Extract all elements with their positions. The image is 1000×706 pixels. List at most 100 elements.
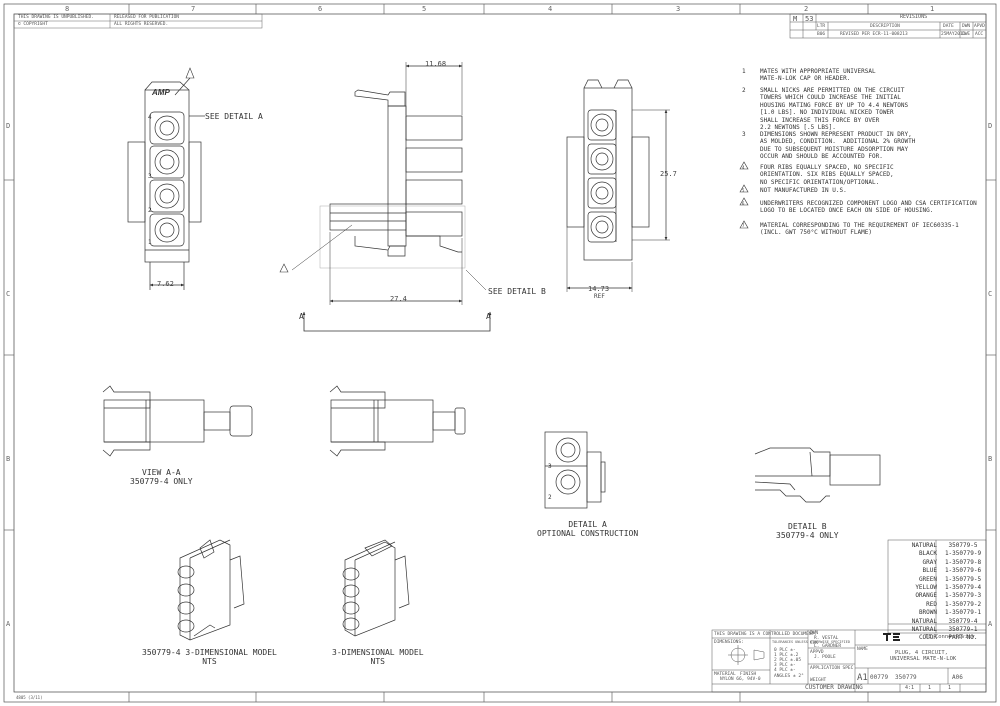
- revision-zone: M: [793, 15, 798, 23]
- tol-2plc: 2 PLC ±.05: [774, 658, 802, 663]
- drawing-rev: A06: [952, 674, 963, 681]
- zone-row-b: B: [6, 455, 11, 463]
- note-text-7: MATERIAL CORRESPONDING TO THE REQUIREMEN…: [760, 222, 959, 237]
- color-name: ORANGE: [915, 592, 937, 600]
- note-num-4: 4: [742, 165, 745, 170]
- section-view-middle: [329, 385, 466, 457]
- stamp-copyright: © COPYRIGHT: [18, 22, 48, 27]
- appvd-label: APPVD: [810, 650, 824, 655]
- part-number: 1-350779-4: [944, 584, 982, 591]
- section-a-left: A: [299, 312, 304, 321]
- view-aa: [102, 385, 253, 457]
- color-name: BLACK: [918, 550, 937, 558]
- zone-col-3: 3: [676, 5, 681, 13]
- part-number: 1-350779-8: [944, 558, 982, 566]
- color-table-row: YELLOW 1-350779-4: [889, 583, 987, 592]
- company-name: TE Connectivity: [925, 634, 975, 640]
- part-number: PART NO.: [948, 634, 978, 642]
- section-a-right: A: [486, 312, 491, 321]
- note-text-3: DIMENSIONS SHOWN REPRESENT PRODUCT IN DR…: [760, 131, 916, 161]
- zone-row-a: A: [6, 620, 11, 628]
- note-flag-icons: [739, 161, 749, 229]
- dwn-name: R. VESTAL: [814, 636, 839, 641]
- appvd-name: J. POOLE: [814, 655, 836, 660]
- detail-pin-2: 2: [548, 494, 552, 501]
- dim-25-7: 25.7: [660, 170, 677, 178]
- color-table-row: GRAY 1-350779-8: [889, 558, 987, 567]
- pin-number-4: 4: [148, 114, 152, 121]
- color-table-row: BROWN 1-350779-1: [889, 608, 987, 617]
- revision-ltr-label: LTR: [817, 24, 826, 29]
- zone-col-8: 8: [65, 5, 70, 13]
- dim-27-4: 27.4: [390, 295, 407, 303]
- pin-number-3: 3: [148, 173, 152, 180]
- zone-row-c-right: C: [988, 290, 993, 298]
- zone-row-d-right: D: [988, 122, 993, 130]
- note-text-2: SMALL NICKS ARE PERMITTED ON THE CIRCUIT…: [760, 87, 909, 132]
- part-number: 1-350779-3: [944, 592, 982, 600]
- zone-row-b-right: B: [988, 455, 993, 463]
- part-number: 1-350779-9: [944, 550, 982, 558]
- te-logo-icon: [883, 633, 900, 641]
- scale-value: 4:1: [905, 685, 915, 691]
- angles-label: ANGLES ± 2°: [774, 674, 804, 679]
- revision-dist: 53: [805, 15, 814, 23]
- color-table-header: COLOR PART NO.: [889, 633, 987, 642]
- note-num-6: 6: [742, 201, 745, 206]
- color-name: YELLOW: [915, 584, 937, 591]
- revision-dwn-label: DWN: [962, 24, 971, 29]
- note-text-6: UNDERWRITERS RECOGNIZED COMPONENT LOGO A…: [760, 200, 977, 215]
- revisions-title: REVISIONS: [900, 14, 928, 20]
- part-number: 1-350779-1: [944, 609, 982, 617]
- revision-ltr: B06: [817, 32, 826, 37]
- color-table-grid: [887, 539, 987, 634]
- pin-number-1: 1: [148, 239, 152, 246]
- revision-date: 25MAY2011: [941, 32, 966, 37]
- revision-apvd: ACC: [975, 32, 984, 37]
- zone-col-4: 4: [548, 5, 553, 13]
- color-name: NATURAL: [911, 542, 937, 549]
- dim-7-62: 7.62: [157, 280, 174, 288]
- revision-desc: REVISED PER ECR-11-008213: [840, 32, 908, 37]
- customer-drawing-label: CUSTOMER DRAWING: [805, 684, 863, 691]
- color-name: COLOR: [918, 634, 937, 642]
- material-value: NYLON 66, 94V-0: [720, 677, 761, 682]
- dim-ref: REF: [594, 293, 605, 300]
- tolerances-label: TOLERANCES UNLESS OTHERWISE SPECIFIED: [772, 640, 850, 644]
- zone-col-1: 1: [930, 5, 935, 13]
- stamp-unpublished: THIS DRAWING IS UNPUBLISHED.: [18, 15, 94, 20]
- color-name: BROWN: [918, 609, 937, 617]
- chk-label: CHK: [810, 641, 819, 646]
- finish-label: FINISH: [740, 672, 757, 677]
- detail-pin-3: 3: [548, 463, 552, 470]
- chk-name: L. GARDNER: [814, 644, 842, 649]
- revision-dwn: DWE: [962, 32, 971, 37]
- drawing-number: 350779: [895, 674, 917, 681]
- dwn-label: DWN: [810, 631, 819, 636]
- color-name: NATURAL: [911, 617, 937, 625]
- sheet-of-value: 1: [948, 685, 952, 691]
- model-3d-left: [177, 539, 245, 641]
- part-number: 1-350779-2: [944, 600, 982, 608]
- tol-0plc: 0 PLC ±-: [774, 648, 796, 653]
- zone-ticks: [4, 4, 996, 702]
- revision-apvd-label: APVD: [974, 24, 985, 29]
- tol-3plc: 3 PLC ±-: [774, 663, 796, 668]
- note-text-4: FOUR RIBS EQUALLY SPACED, NO SPECIFIC OR…: [760, 164, 894, 186]
- material-label: MATERIAL: [714, 672, 736, 677]
- controlled-document: THIS DRAWING IS A CONTROLLED DOCUMENT.: [714, 632, 817, 637]
- title-name-label: NAME: [857, 647, 868, 652]
- color-name: GRAY: [922, 558, 937, 566]
- amp-logo: AMP: [152, 88, 170, 97]
- zone-col-6: 6: [318, 5, 323, 13]
- inner-border: [13, 13, 987, 693]
- pin-number-2: 2: [148, 207, 152, 214]
- color-name: GREEN: [918, 575, 937, 583]
- size-value: A1: [857, 673, 868, 683]
